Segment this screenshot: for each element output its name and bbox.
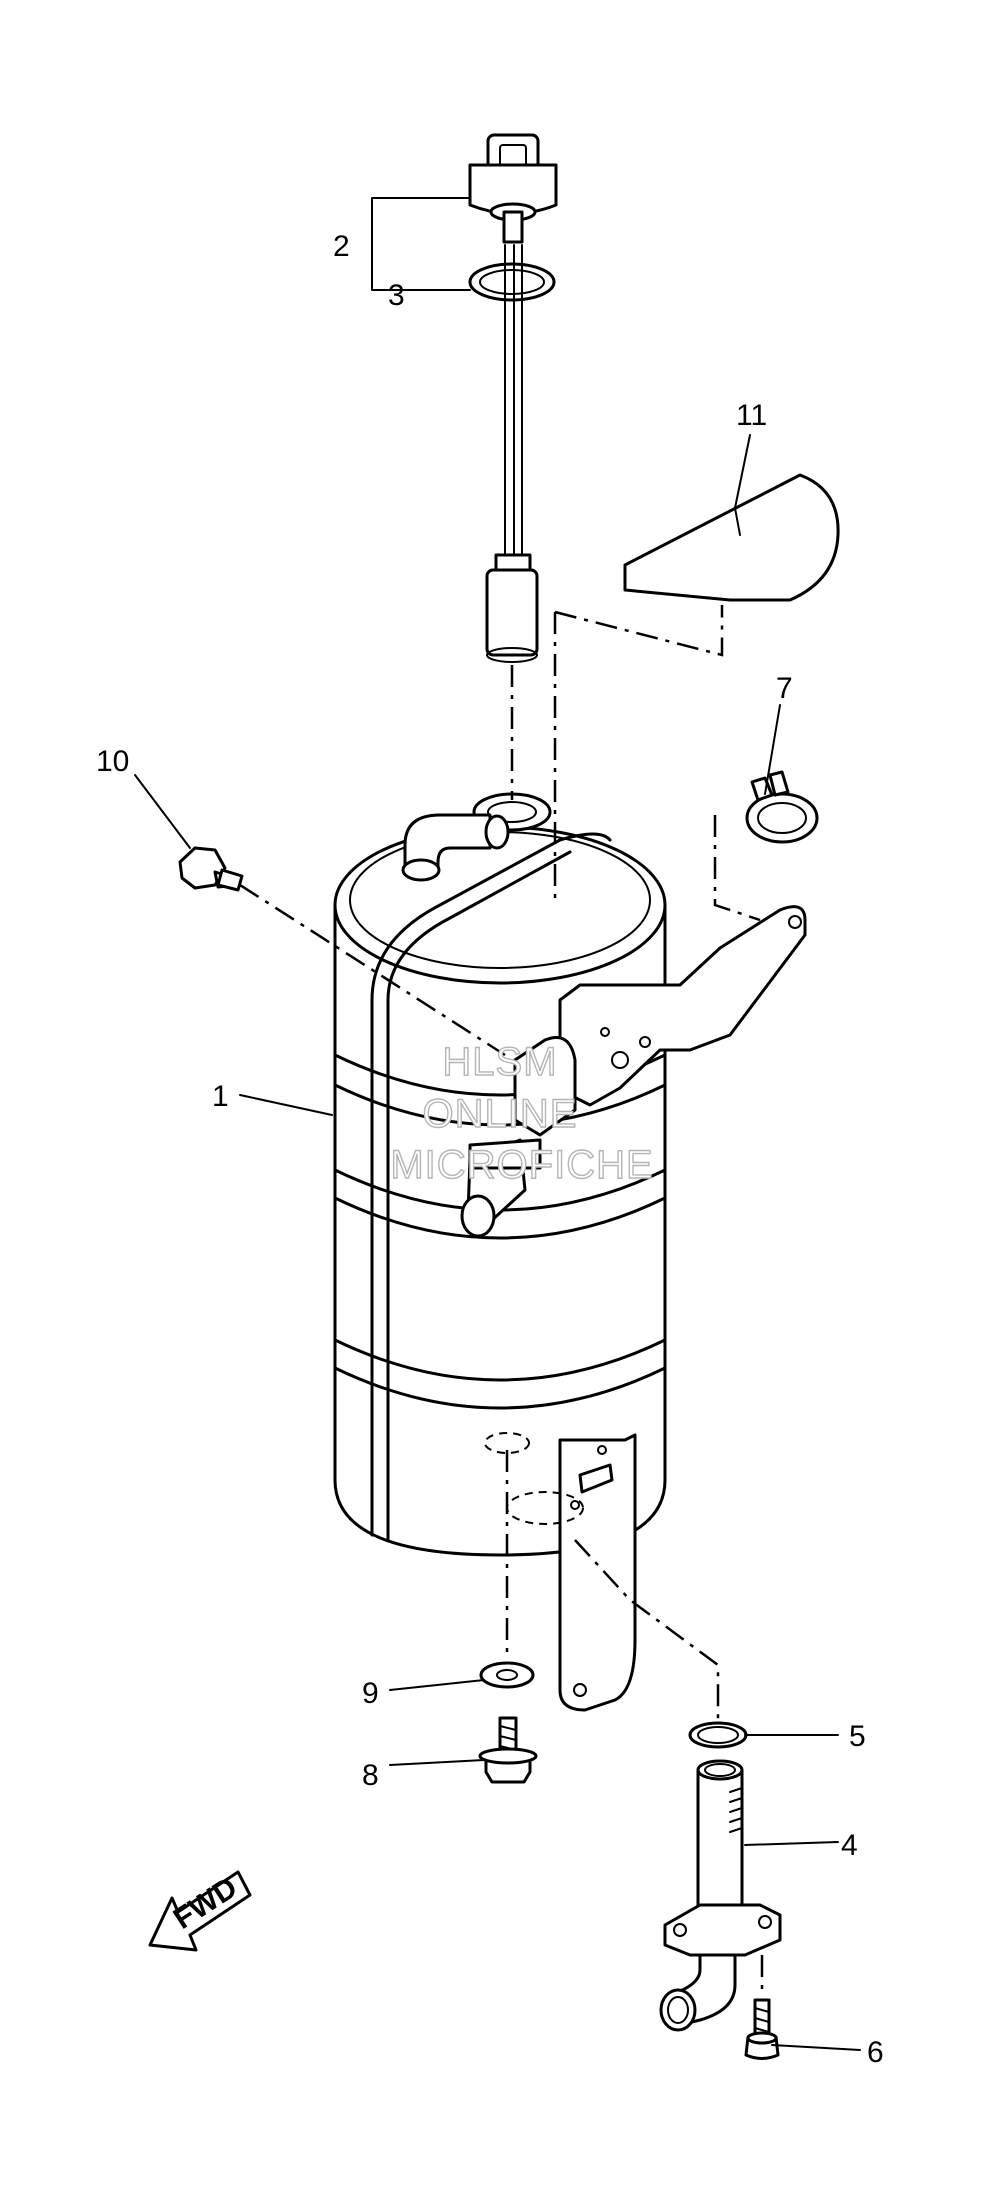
callout-1: 1 xyxy=(212,1080,229,1113)
callout-8: 8 xyxy=(362,1759,379,1792)
callout-6: 6 xyxy=(867,2036,884,2069)
part-6-bolt xyxy=(744,1998,780,2060)
part-7-clamp xyxy=(745,770,819,844)
callout-labels: 1 2 3 4 5 6 7 8 9 10 11 xyxy=(96,230,884,2069)
callout-2: 2 xyxy=(333,230,350,263)
part-2-level-sensor xyxy=(468,133,558,663)
part-5-o-ring xyxy=(688,1721,748,1749)
callout-10: 10 xyxy=(96,745,129,778)
part-9-washer xyxy=(479,1661,535,1689)
callout-5: 5 xyxy=(849,1720,866,1753)
watermark: HLSM ONLINE MICROFICHE xyxy=(390,1039,654,1187)
callout-11: 11 xyxy=(736,399,767,432)
callout-9: 9 xyxy=(362,1677,379,1710)
part-4-pipe-fitting xyxy=(659,1759,782,2032)
part-8-bolt xyxy=(478,1716,538,1784)
leader-lines xyxy=(134,197,861,2051)
part-10-bolt xyxy=(178,846,244,892)
part-11-pad xyxy=(623,473,840,602)
assembly-lines xyxy=(239,605,764,1995)
watermark-line-1: HLSM xyxy=(442,1040,557,1084)
fwd-direction-arrow: FWD xyxy=(148,1870,252,1952)
part-3-o-ring xyxy=(468,262,556,302)
callout-7: 7 xyxy=(776,672,793,705)
watermark-line-2: ONLINE xyxy=(423,1092,578,1136)
watermark-line-3: MICROFICHE xyxy=(390,1143,653,1187)
callout-3: 3 xyxy=(388,279,405,312)
callout-4: 4 xyxy=(841,1829,858,1862)
part-1-tank xyxy=(333,792,807,1712)
